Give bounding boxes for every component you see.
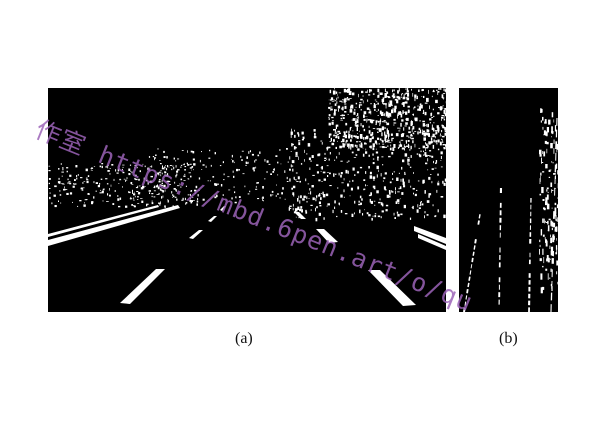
lane-lines-graphic — [463, 108, 558, 312]
birds-eye-lane-image — [459, 88, 558, 312]
caption-a: (a) — [235, 330, 253, 347]
binary-road-image — [48, 88, 446, 312]
caption-b: (b) — [499, 330, 518, 347]
road-edges-graphic — [48, 88, 446, 306]
